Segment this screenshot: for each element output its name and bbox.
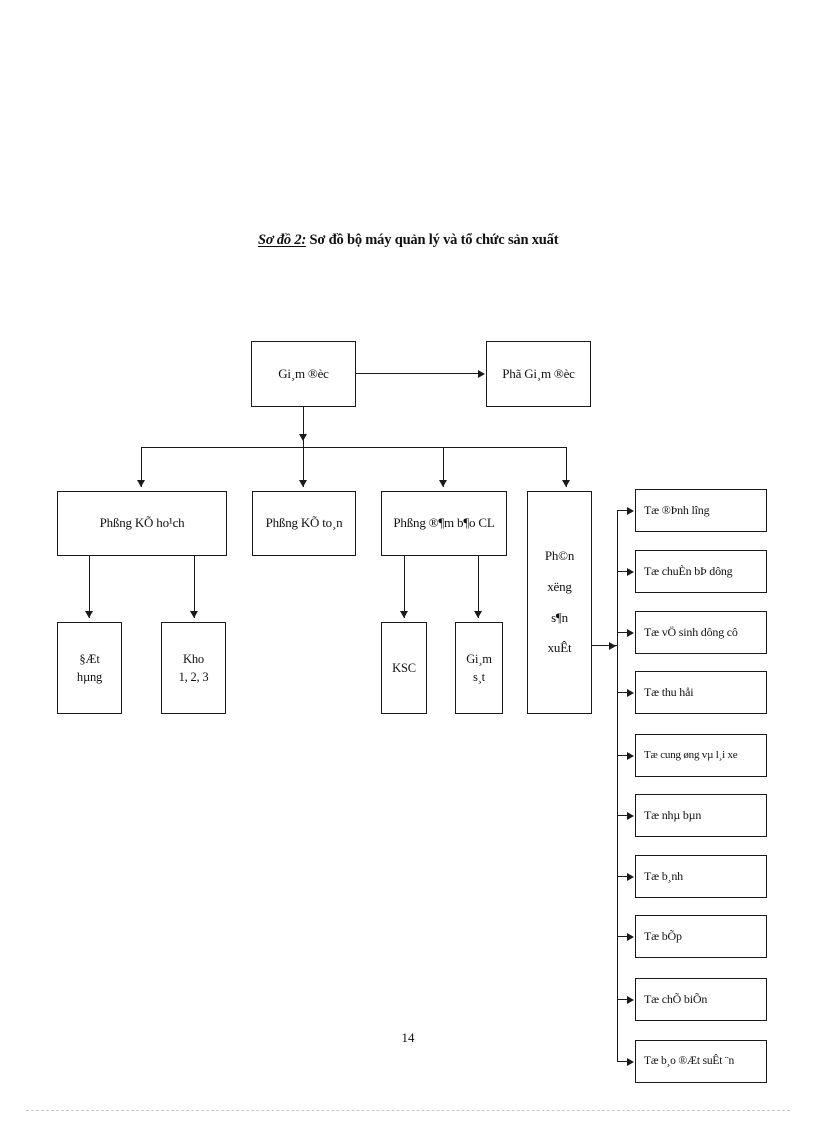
node-team-meals[interactable]: Tæ b¸o ®Æt suÊt ¨n — [635, 1040, 767, 1083]
edge-workshop-to-team-bus-line — [592, 645, 617, 647]
node-team-kitchen-label: Tæ bÕp — [644, 928, 682, 943]
edge-bus-to-team-bread-arrowhead — [627, 872, 634, 881]
page-title-text: Sơ đồ bộ máy quản lý và tổ chức sản xuất — [306, 232, 559, 248]
edge-bus-to-team-dining-arrowhead — [627, 811, 634, 820]
node-team-bread[interactable]: Tæ b¸nh — [635, 855, 767, 898]
node-production-workshop[interactable]: Ph©n xëng s¶n xuÊt — [527, 491, 592, 714]
edge-bus-to-team-kitchen-line — [617, 936, 631, 938]
edge-plan-to-warehouse-line — [194, 556, 196, 618]
node-team-dining-label: Tæ nhµ bµn — [644, 807, 702, 822]
edge-bus-to-team-processing-arrowhead — [627, 995, 634, 1004]
edge-bus-to-account-dept-arrowhead — [298, 480, 307, 487]
edge-bus-to-plan-dept-arrowhead — [136, 480, 145, 487]
edge-bus-to-team-portion-arrowhead — [627, 506, 634, 515]
edge-bus-to-workshop-arrowhead — [561, 480, 570, 487]
node-team-prepare-label: Tæ chuÈn bÞ dông — [644, 563, 733, 578]
edge-plan-to-ordering-line — [89, 556, 91, 618]
node-deputy-director[interactable]: Phã Gi¸m ®èc — [486, 341, 591, 407]
node-team-kitchen[interactable]: Tæ bÕp — [635, 915, 767, 958]
edge-director-stub-arrowhead — [298, 434, 307, 441]
edge-bus-to-team-recovery-line — [617, 692, 631, 694]
node-ksc-label: KSC — [392, 660, 416, 675]
edge-bus-to-team-hygiene-arrowhead — [627, 628, 634, 637]
node-warehouse-line-1: Kho — [183, 651, 204, 666]
node-accounting-department[interactable]: Phßng KÕ to¸n — [252, 491, 356, 556]
node-team-hygiene[interactable]: Tæ vÖ sinh dông cô — [635, 611, 767, 654]
node-team-meals-label: Tæ b¸o ®Æt suÊt ¨n — [644, 1055, 735, 1068]
node-ordering-line-1: §Æt — [79, 651, 100, 666]
edge-bus-to-plan-dept-line — [141, 447, 143, 487]
edge-bus-to-quality-dept-arrowhead — [438, 480, 447, 487]
node-production-workshop-line-2: xëng — [547, 578, 572, 594]
edge-bus-to-team-recovery-arrowhead — [627, 688, 634, 697]
edge-plan-to-warehouse-arrowhead — [189, 611, 198, 618]
edge-bus-to-team-kitchen-arrowhead — [627, 932, 634, 941]
edge-bus-to-team-prepare-arrowhead — [627, 567, 634, 576]
page-title-label: Sơ đồ 2: — [258, 232, 307, 248]
node-team-portion-label: Tæ ®Þnh lîng — [644, 502, 710, 517]
node-team-bread-label: Tæ b¸nh — [644, 868, 683, 883]
node-plan-department[interactable]: Phßng KÕ ho¹ch — [57, 491, 227, 556]
node-deputy-director-label: Phã Gi¸m ®èc — [502, 365, 575, 381]
node-team-prepare[interactable]: Tæ chuÈn bÞ dông — [635, 550, 767, 593]
node-ordering-line-2: hµng — [76, 670, 103, 684]
node-plan-department-label: Phßng KÕ ho¹ch — [99, 515, 185, 531]
edge-bus-to-team-supply-line — [617, 755, 631, 757]
scan-bottom-edge — [26, 1110, 790, 1112]
page-title: Sơ đồ 2: Sơ đồ bộ máy quản lý và tổ chức… — [258, 232, 559, 249]
edge-bus-to-team-supply-arrowhead — [627, 751, 634, 760]
edge-director-to-deputy-arrowhead — [478, 369, 485, 378]
node-team-hygiene-label: Tæ vÖ sinh dông cô — [644, 624, 738, 639]
node-warehouse-line-2: 1, 2, 3 — [178, 670, 209, 684]
node-quality-department[interactable]: Phßng ®¶m b¶o CL — [381, 491, 507, 556]
node-team-dining[interactable]: Tæ nhµ bµn — [635, 794, 767, 837]
node-director[interactable]: Gi¸m ®èc — [251, 341, 356, 407]
node-ordering[interactable]: §Æt hµng — [57, 622, 122, 714]
edge-bus-to-quality-dept-line — [443, 447, 445, 487]
node-team-recovery-label: Tæ thu håi — [644, 684, 694, 699]
node-team-portion[interactable]: Tæ ®Þnh lîng — [635, 489, 767, 532]
edge-workshop-to-team-bus-arrowhead — [609, 641, 616, 650]
node-team-processing[interactable]: Tæ chÕ biÕn — [635, 978, 767, 1021]
edge-quality-to-ksc-arrowhead — [399, 611, 408, 618]
edge-bus-to-team-hygiene-line — [617, 632, 631, 634]
node-supervision-line-1: Gi¸m — [466, 651, 492, 666]
page-number: 14 — [401, 1030, 415, 1045]
node-production-workshop-line-1: Ph©n — [544, 548, 575, 564]
edge-bus-to-team-meals-arrowhead — [627, 1057, 634, 1066]
edge-bus-to-team-dining-line — [617, 815, 631, 817]
node-production-workshop-line-4: xuÊt — [547, 640, 572, 656]
node-warehouse[interactable]: Kho 1, 2, 3 — [161, 622, 226, 714]
edge-quality-to-ksc-line — [404, 556, 406, 618]
node-team-supply[interactable]: Tæ cung øng vµ l¸i xe — [635, 734, 767, 777]
edge-director-to-deputy-line — [356, 373, 478, 375]
edge-bus-to-account-dept-line — [303, 447, 305, 487]
edge-bus-to-team-processing-line — [617, 999, 631, 1001]
edge-bus-to-team-prepare-line — [617, 571, 631, 573]
edge-director-stub-line — [303, 407, 305, 447]
node-supervision[interactable]: Gi¸m s¸t — [455, 622, 503, 714]
node-supervision-line-2: s¸t — [473, 670, 485, 684]
node-team-recovery[interactable]: Tæ thu håi — [635, 671, 767, 714]
node-director-label: Gi¸m ®èc — [278, 365, 329, 381]
edge-bus-to-team-meals-line — [617, 1061, 631, 1063]
edge-bus-to-workshop-line — [566, 447, 568, 487]
node-accounting-department-label: Phßng KÕ to¸n — [265, 515, 343, 531]
edge-quality-to-supervision-arrowhead — [473, 611, 482, 618]
edge-bus-to-team-bread-line — [617, 876, 631, 878]
node-production-workshop-line-3: s¶n — [551, 609, 568, 625]
node-team-supply-label: Tæ cung øng vµ l¸i xe — [644, 748, 738, 761]
team-bus-line — [617, 510, 619, 1061]
edge-bus-to-team-portion-line — [617, 510, 631, 512]
edge-quality-to-supervision-line — [478, 556, 480, 618]
node-ksc[interactable]: KSC — [381, 622, 427, 714]
node-quality-department-label: Phßng ®¶m b¶o CL — [393, 515, 495, 531]
edge-plan-to-ordering-arrowhead — [84, 611, 93, 618]
level1-bus-line — [141, 447, 566, 449]
node-team-processing-label: Tæ chÕ biÕn — [644, 991, 708, 1006]
